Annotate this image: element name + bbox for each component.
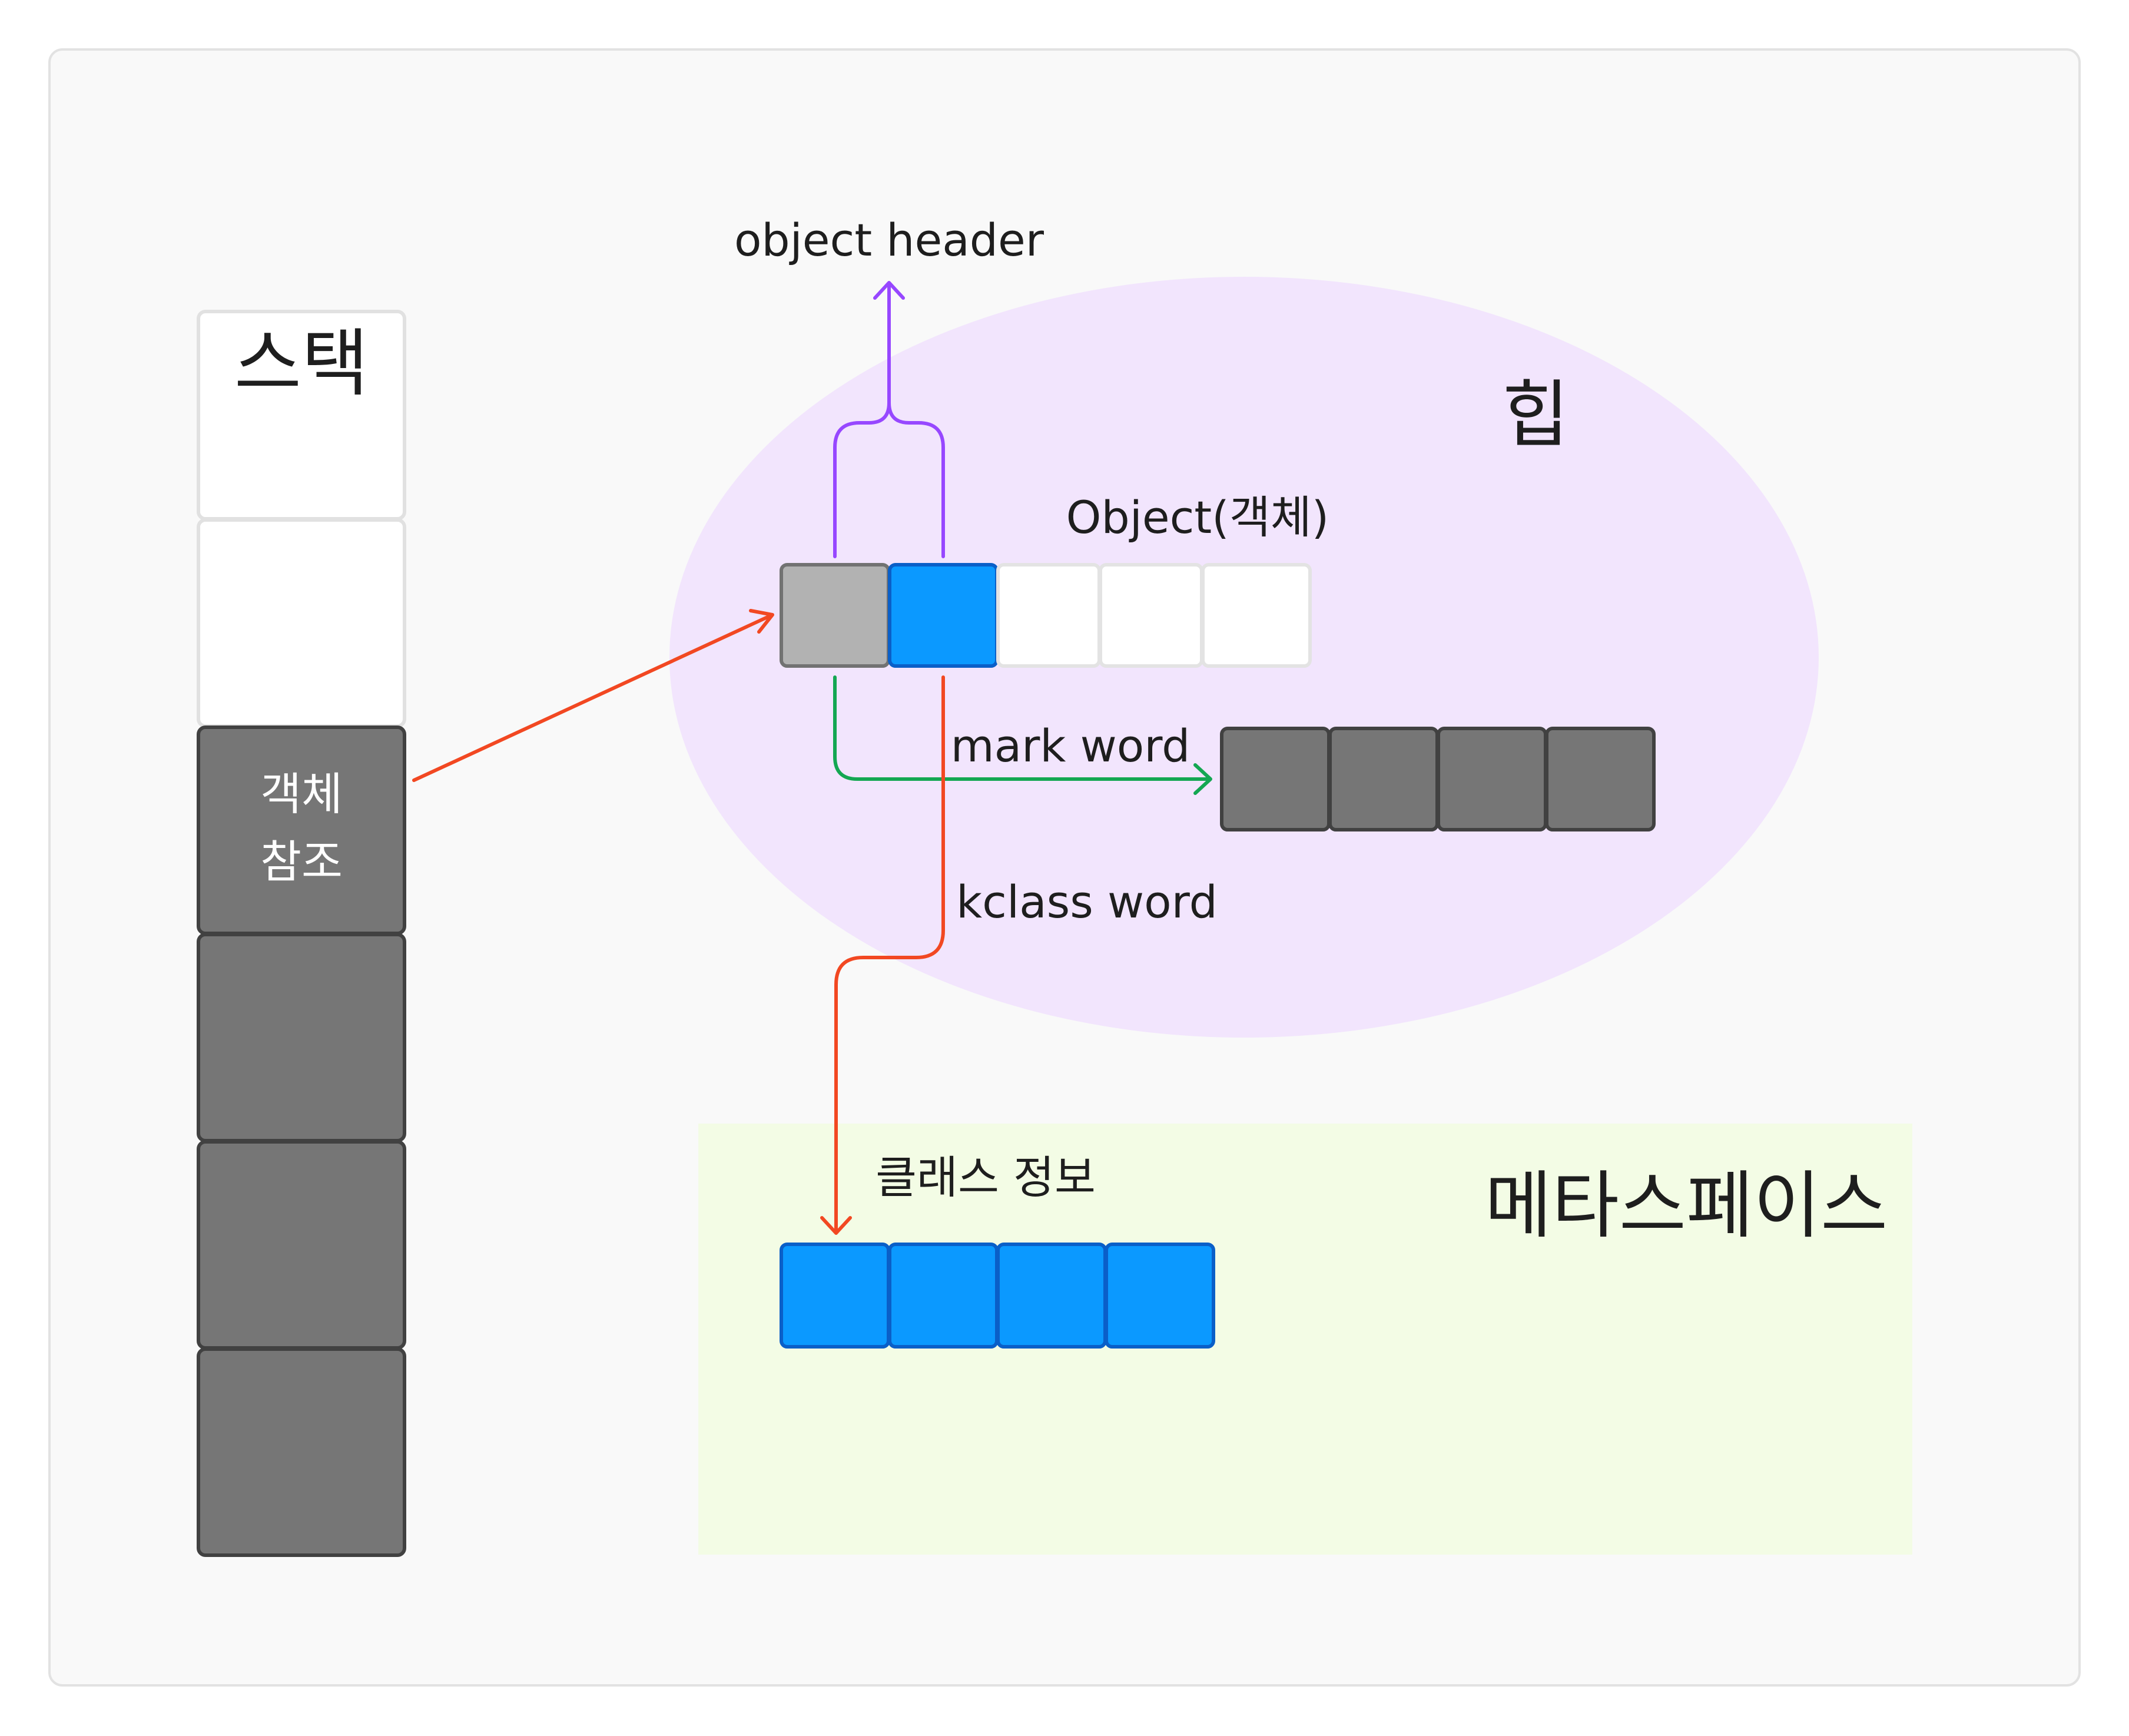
heap-object xyxy=(780,563,1312,668)
object-field-cell xyxy=(996,563,1101,668)
class-info-cell xyxy=(888,1243,999,1349)
stack-slot xyxy=(197,1140,406,1350)
heap-title: 힙 xyxy=(1502,373,1569,458)
object-field-cell xyxy=(1201,563,1312,668)
kclass-word-label: kclass word xyxy=(956,876,1218,928)
stack-slot xyxy=(197,1347,406,1557)
object-header-label: object header xyxy=(734,214,1044,266)
object-mark-word-cell xyxy=(780,563,890,668)
object-header-arrow xyxy=(873,281,905,405)
stack-ref-label-line1: 객체 xyxy=(260,768,343,820)
object-label: Object(객체) xyxy=(1066,491,1329,544)
class-info-cell xyxy=(996,1243,1107,1349)
reference-arrow xyxy=(412,609,774,782)
mark-word-arrow xyxy=(833,675,1212,795)
stack-slot xyxy=(197,933,406,1142)
object-kclass-word-cell xyxy=(888,563,999,668)
kclass-word-arrow xyxy=(820,675,945,1235)
class-info-cell xyxy=(1105,1243,1215,1349)
mark-word-cell xyxy=(1328,727,1439,831)
mark-word-cell xyxy=(1545,727,1656,831)
stack-column xyxy=(197,310,406,1557)
class-info-cell xyxy=(780,1243,890,1349)
stack-ref-label-line2: 참조 xyxy=(260,836,343,888)
stack-title: 스택 xyxy=(234,322,369,406)
metaspace-title: 메타스페이스 xyxy=(1485,1164,1888,1248)
stack-slot-object-reference xyxy=(197,725,406,935)
stack-slot-empty xyxy=(197,518,406,728)
mark-word-cell xyxy=(1437,727,1547,831)
object-field-cell xyxy=(1099,563,1203,668)
class-info-label: 클래스 정보 xyxy=(876,1151,1096,1204)
mark-word-label: mark word xyxy=(951,720,1190,772)
mark-word-array xyxy=(1220,727,1656,831)
mark-word-cell xyxy=(1220,727,1331,831)
class-info-array xyxy=(780,1243,1215,1349)
